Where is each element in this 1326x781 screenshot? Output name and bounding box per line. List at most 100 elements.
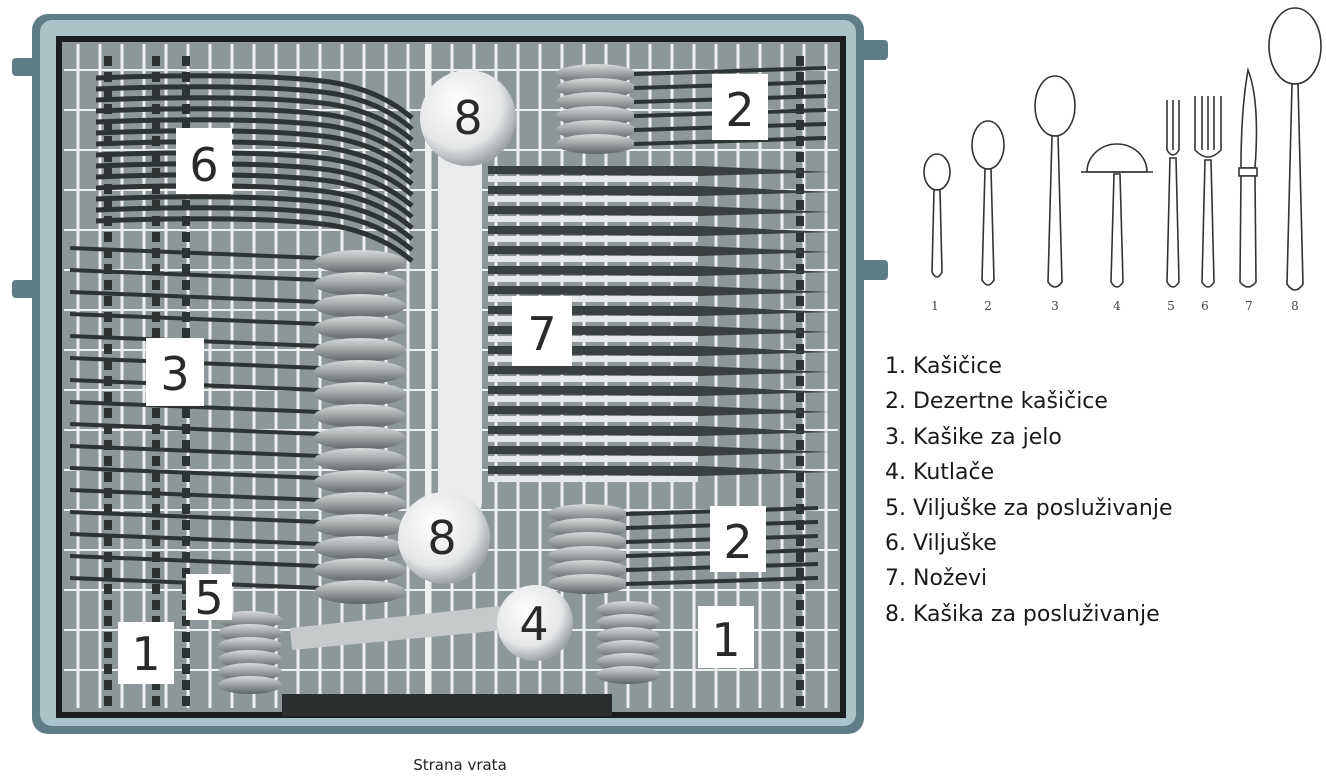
door-side-caption: Strana vrata — [0, 756, 920, 774]
rack-tine — [152, 584, 160, 594]
rack-tine — [152, 56, 160, 66]
rack-tine — [152, 600, 160, 610]
tablespoon-bowl — [314, 536, 406, 560]
rack-tine — [796, 648, 804, 658]
tablespoon-bowl — [314, 470, 406, 494]
tablespoon-bowl — [314, 580, 406, 604]
rack-tine — [104, 648, 112, 658]
rack-tine — [104, 664, 112, 674]
rack-tine — [152, 456, 160, 466]
rack-tine — [796, 472, 804, 482]
zone-label-3: 3 — [160, 347, 189, 401]
rack-tine — [796, 232, 804, 242]
rack-tine — [796, 72, 804, 82]
serving-fork-drawing — [1167, 100, 1179, 287]
rack-tine — [796, 696, 804, 706]
tablespoon-bowl — [314, 558, 406, 582]
svg-text:2: 2 — [984, 299, 992, 313]
rack-tine — [182, 648, 190, 658]
rack-tine — [796, 392, 804, 402]
rack-tine — [104, 456, 112, 466]
zone-label-6: 6 — [189, 138, 218, 192]
rack-tine — [104, 600, 112, 610]
rack-tine — [796, 296, 804, 306]
rack-tine — [152, 520, 160, 530]
zone-label-2-bottom: 2 — [723, 515, 752, 569]
rack-tine — [796, 152, 804, 162]
rack-tine — [796, 280, 804, 290]
dessert-spoon-bowl — [556, 134, 636, 154]
svg-text:4: 4 — [1113, 299, 1121, 313]
rack-tine — [182, 632, 190, 642]
zone-label-8-bottom: 8 — [427, 511, 456, 565]
knife-gap — [488, 236, 698, 242]
tablespoon-bowl — [314, 514, 406, 538]
svg-text:7: 7 — [1245, 299, 1253, 313]
rack-tine — [152, 232, 160, 242]
rack-tine — [104, 408, 112, 418]
rack-tine — [796, 584, 804, 594]
legend-item: 7. Noževi — [885, 561, 1173, 596]
rack-tine — [796, 600, 804, 610]
rack-tine — [182, 440, 190, 450]
tablespoon-drawing — [1035, 76, 1075, 287]
rack-tine — [152, 696, 160, 706]
rack-tine — [104, 232, 112, 242]
rack-tine — [104, 56, 112, 66]
zone-label-4: 4 — [519, 597, 548, 651]
zone-label-5: 5 — [194, 571, 223, 625]
rack-tine — [104, 696, 112, 706]
knife-gap — [488, 216, 698, 222]
rack-tine — [104, 392, 112, 402]
knife-gap — [488, 416, 698, 422]
teaspoon-drawing — [924, 154, 950, 277]
legend-item: 8. Kašika za posluživanje — [885, 597, 1173, 632]
rack-tine — [182, 328, 190, 338]
tablespoon-bowl — [314, 448, 406, 472]
rack-tine — [104, 616, 112, 626]
rack-tine — [796, 680, 804, 690]
legend-item: 3. Kašike za jelo — [885, 420, 1173, 455]
rack-tine — [182, 280, 190, 290]
rack-tine — [182, 456, 190, 466]
zone-label-7: 7 — [527, 307, 556, 361]
knife-gap — [488, 396, 698, 402]
legend-item: 2. Dezertne kašičice — [885, 384, 1173, 419]
rack-tine — [182, 232, 190, 242]
ladle-drawing — [1081, 144, 1153, 287]
knife-gap — [488, 456, 698, 462]
knife-gap — [488, 256, 698, 262]
tablespoon-bowl — [314, 338, 406, 362]
tablespoon-bowl — [314, 294, 406, 318]
knife-gap — [488, 376, 698, 382]
rack-tine — [182, 664, 190, 674]
rack-tine — [796, 360, 804, 370]
tablespoon-bowl — [314, 316, 406, 340]
rack-tine — [796, 200, 804, 210]
tablespoon-bowl — [314, 360, 406, 384]
cutlery-types-figure: 1 2 3 4 5 6 7 8 — [905, 0, 1326, 330]
rack-tine — [152, 280, 160, 290]
knife-gap — [488, 436, 698, 442]
zone-label-1-left: 1 — [131, 627, 160, 681]
knife-gap — [488, 196, 698, 202]
fork-drawing — [1195, 96, 1221, 287]
door-edge — [282, 694, 612, 716]
rack-tine — [796, 488, 804, 498]
rack-tine — [796, 56, 804, 66]
rack-tine — [104, 520, 112, 530]
legend-item: 1. Kašičice — [885, 349, 1173, 384]
rack-tine — [152, 328, 160, 338]
knife-drawing — [1239, 70, 1257, 287]
serving-spoon-drawing — [1269, 8, 1321, 290]
rack-tine — [796, 440, 804, 450]
rack-tine — [796, 216, 804, 226]
rack-tine — [104, 296, 112, 306]
svg-text:8: 8 — [1291, 299, 1299, 313]
rack-tine — [182, 264, 190, 274]
legend-list: 1. Kašičice 2. Dezertne kašičice 3. Kaši… — [885, 349, 1173, 632]
rack-tine — [182, 520, 190, 530]
rack-tine — [796, 616, 804, 626]
tablespoon-bowl — [314, 250, 406, 274]
teaspoon-bowl — [218, 676, 282, 694]
